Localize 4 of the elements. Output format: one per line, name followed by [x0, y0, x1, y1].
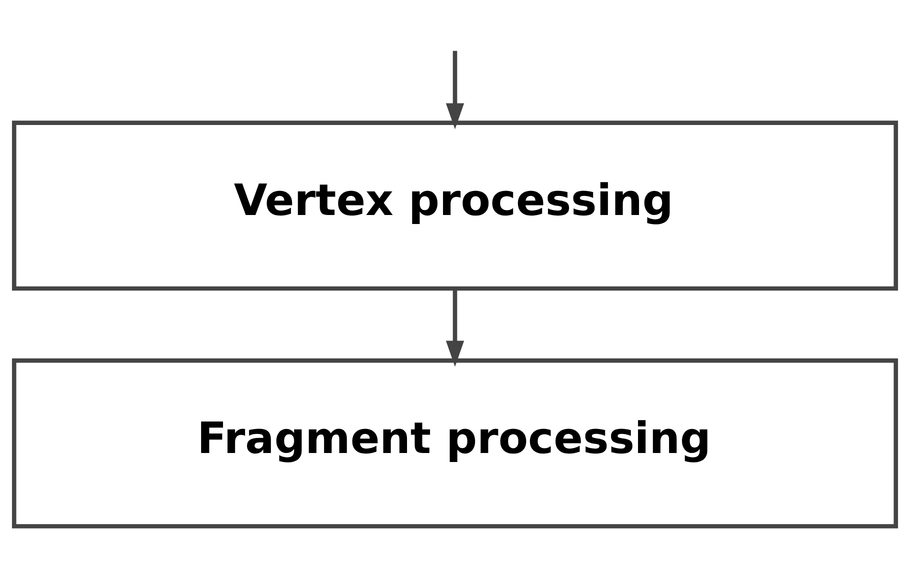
- arrow: [446, 50, 464, 129]
- node-box: Vertex processing: [12, 120, 898, 290]
- node-box: Fragment processing: [12, 358, 898, 528]
- arrow: [446, 288, 464, 366]
